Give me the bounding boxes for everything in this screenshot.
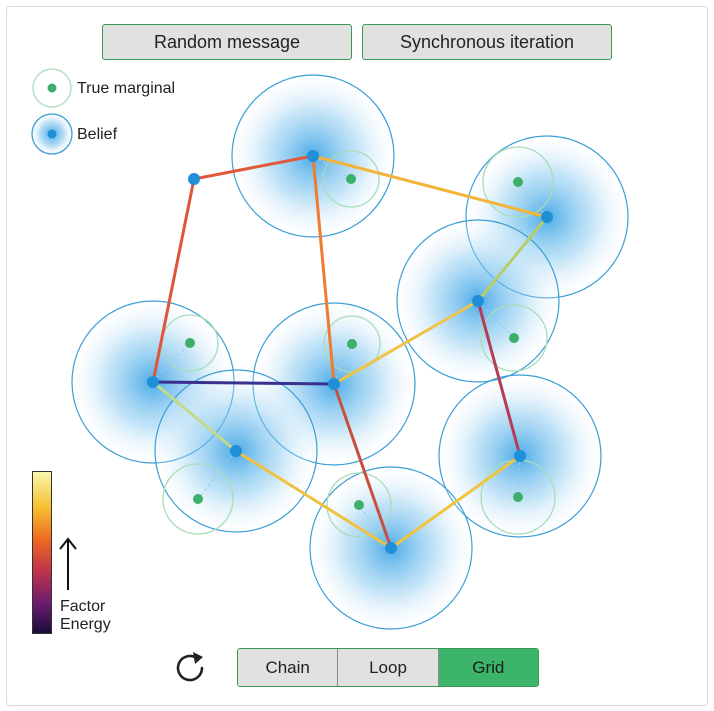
grid-button[interactable]: Grid [437,649,538,686]
true-marginal-legend-icon [32,68,72,108]
belief-clouds [71,74,629,630]
offset-links [152,155,548,549]
factor-edge [311,154,336,386]
belief-node[interactable] [147,376,159,388]
true-marginal-dot [509,333,519,343]
belief-legend-icon [31,113,73,155]
true-marginal-dot [347,339,357,349]
belief-node[interactable] [307,150,319,162]
true-marginal-dot [193,494,203,504]
true-marginal-dot [185,338,195,348]
true-marginal-ring [326,472,392,538]
belief-node[interactable] [541,211,553,223]
colorbar-label-line1: Factor [60,598,106,615]
random-message-button[interactable]: Random message [102,24,352,60]
true-marginal-dot [346,174,356,184]
factor-edges [151,154,549,550]
true-marginal-ring [162,463,234,535]
factor-edge [332,299,480,386]
factor-edge [151,177,196,384]
loop-button[interactable]: Loop [337,649,438,686]
factor-edge [151,380,238,453]
factor-edge [192,154,315,181]
colorbar-label-line2: Energy [60,616,111,633]
belief-label: Belief [77,126,118,143]
true-marginal-dot [513,492,523,502]
belief-nodes [147,150,553,554]
true-marginal-dots [185,174,523,510]
belief-node[interactable] [472,295,484,307]
true-marginal-dot [354,500,364,510]
factor-edge [389,454,522,550]
factor-edge [476,299,522,458]
belief-node[interactable] [230,445,242,457]
factor-edge [151,380,336,386]
factor-edge [332,382,393,550]
factor-edge [476,215,549,303]
chain-button[interactable]: Chain [238,649,338,686]
true-marginal-ring [482,146,554,218]
belief-node[interactable] [385,542,397,554]
factor-edge [311,154,549,219]
belief-node[interactable] [188,173,200,185]
true-marginal-ring [322,150,380,208]
topology-selector: Chain Loop Grid [237,648,539,687]
belief-node[interactable] [514,450,526,462]
belief-node[interactable] [328,378,340,390]
colorbar-label: Factor Energy [60,598,111,634]
factor-energy-colorbar [32,471,52,634]
legend-icons [31,68,73,155]
up-arrow-icon [59,537,77,590]
refresh-icon[interactable] [172,649,210,687]
true-marginal-dot [513,177,523,187]
true-marginal-ring [480,304,548,372]
synchronous-iteration-button[interactable]: Synchronous iteration [362,24,612,60]
factor-edge [234,449,393,550]
true-marginal-label: True marginal [77,80,176,97]
